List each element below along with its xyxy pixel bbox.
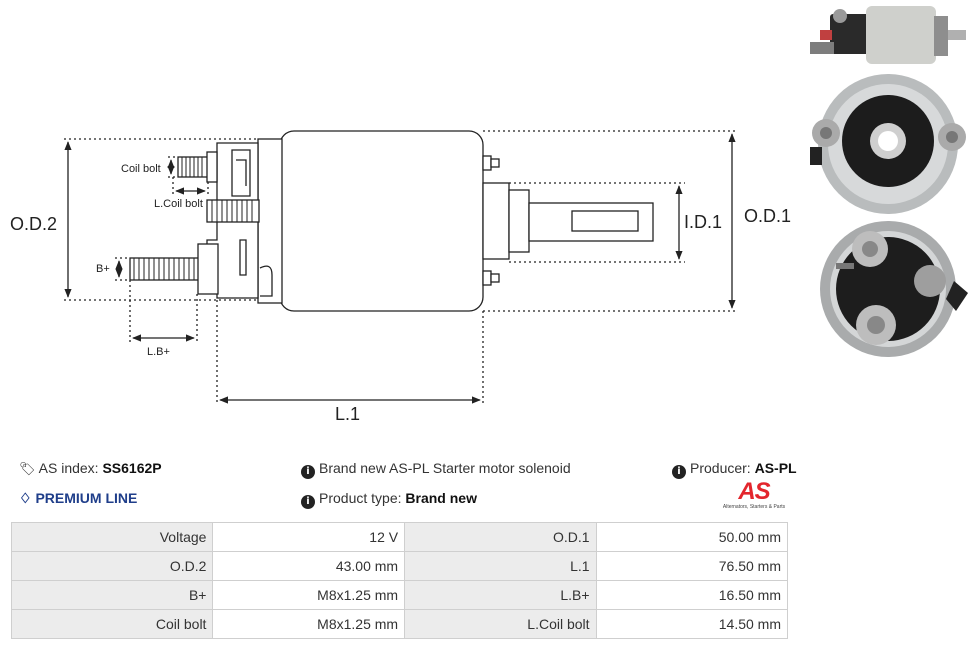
- premium-line-label: PREMIUM LINE: [35, 490, 138, 506]
- spec-value: 43.00 mm: [212, 551, 406, 581]
- spec-value: 16.50 mm: [595, 580, 789, 610]
- id1-label: I.D.1: [684, 212, 722, 232]
- solenoid-side-photo: [810, 6, 966, 64]
- premium-line: ♢ PREMIUM LINE: [19, 490, 137, 507]
- as-pl-logo: AS Alternators, Starters & Parts: [716, 478, 792, 511]
- spec-label: B+: [10, 580, 214, 610]
- diamond-icon: ♢: [19, 490, 32, 506]
- l-b-plus-label: L.B+: [147, 346, 170, 358]
- od2-label: O.D.2: [10, 214, 57, 234]
- l-coil-bolt-label: L.Coil bolt: [154, 198, 203, 210]
- spec-label: Coil bolt: [10, 609, 214, 639]
- producer: i Producer: AS-PL: [672, 460, 797, 479]
- info-icon: i: [301, 465, 315, 479]
- spec-label: O.D.2: [10, 551, 214, 581]
- description-text: Brand new AS-PL Starter motor solenoid: [319, 460, 571, 476]
- product-description: i Brand new AS-PL Starter motor solenoid: [301, 460, 571, 479]
- logo-mark: AS: [738, 478, 770, 505]
- spec-label: L.Coil bolt: [404, 609, 597, 639]
- product-type-label: Product type:: [319, 490, 402, 506]
- spec-label: L.1: [404, 551, 597, 581]
- spec-label: O.D.1: [404, 522, 597, 552]
- spec-value: 12 V: [212, 522, 406, 552]
- spec-label: Voltage: [10, 522, 214, 552]
- info-icon: i: [301, 495, 315, 509]
- spec-value: 76.50 mm: [595, 551, 789, 581]
- solenoid-front-photo: [820, 221, 968, 357]
- solenoid-rear-photo: [810, 74, 966, 214]
- spec-value: 50.00 mm: [595, 522, 789, 552]
- spec-value: M8x1.25 mm: [212, 580, 406, 610]
- as-index-value: SS6162P: [102, 460, 162, 476]
- spec-value: M8x1.25 mm: [212, 609, 406, 639]
- technical-drawing: O.D.2 O.D.1 I.D.1 L.1 Coil bolt L.Coil b…: [10, 130, 791, 424]
- as-index-label: AS index:: [38, 460, 99, 476]
- producer-value: AS-PL: [754, 460, 797, 476]
- product-type-value: Brand new: [405, 490, 477, 506]
- info-icon: i: [672, 465, 686, 479]
- tag-icon: 🏷︎: [19, 461, 36, 476]
- as-index: 🏷︎ AS index: SS6162P: [19, 460, 162, 477]
- spec-label: L.B+: [404, 580, 597, 610]
- l1-label: L.1: [335, 404, 360, 424]
- coil-bolt-label: Coil bolt: [121, 163, 161, 175]
- product-type: i Product type: Brand new: [301, 490, 477, 509]
- spec-value: 14.50 mm: [595, 609, 789, 639]
- b-plus-label: B+: [96, 263, 110, 275]
- logo-tagline: Alternators, Starters & Parts: [722, 504, 786, 510]
- producer-label: Producer:: [690, 460, 751, 476]
- od1-label: O.D.1: [744, 206, 791, 226]
